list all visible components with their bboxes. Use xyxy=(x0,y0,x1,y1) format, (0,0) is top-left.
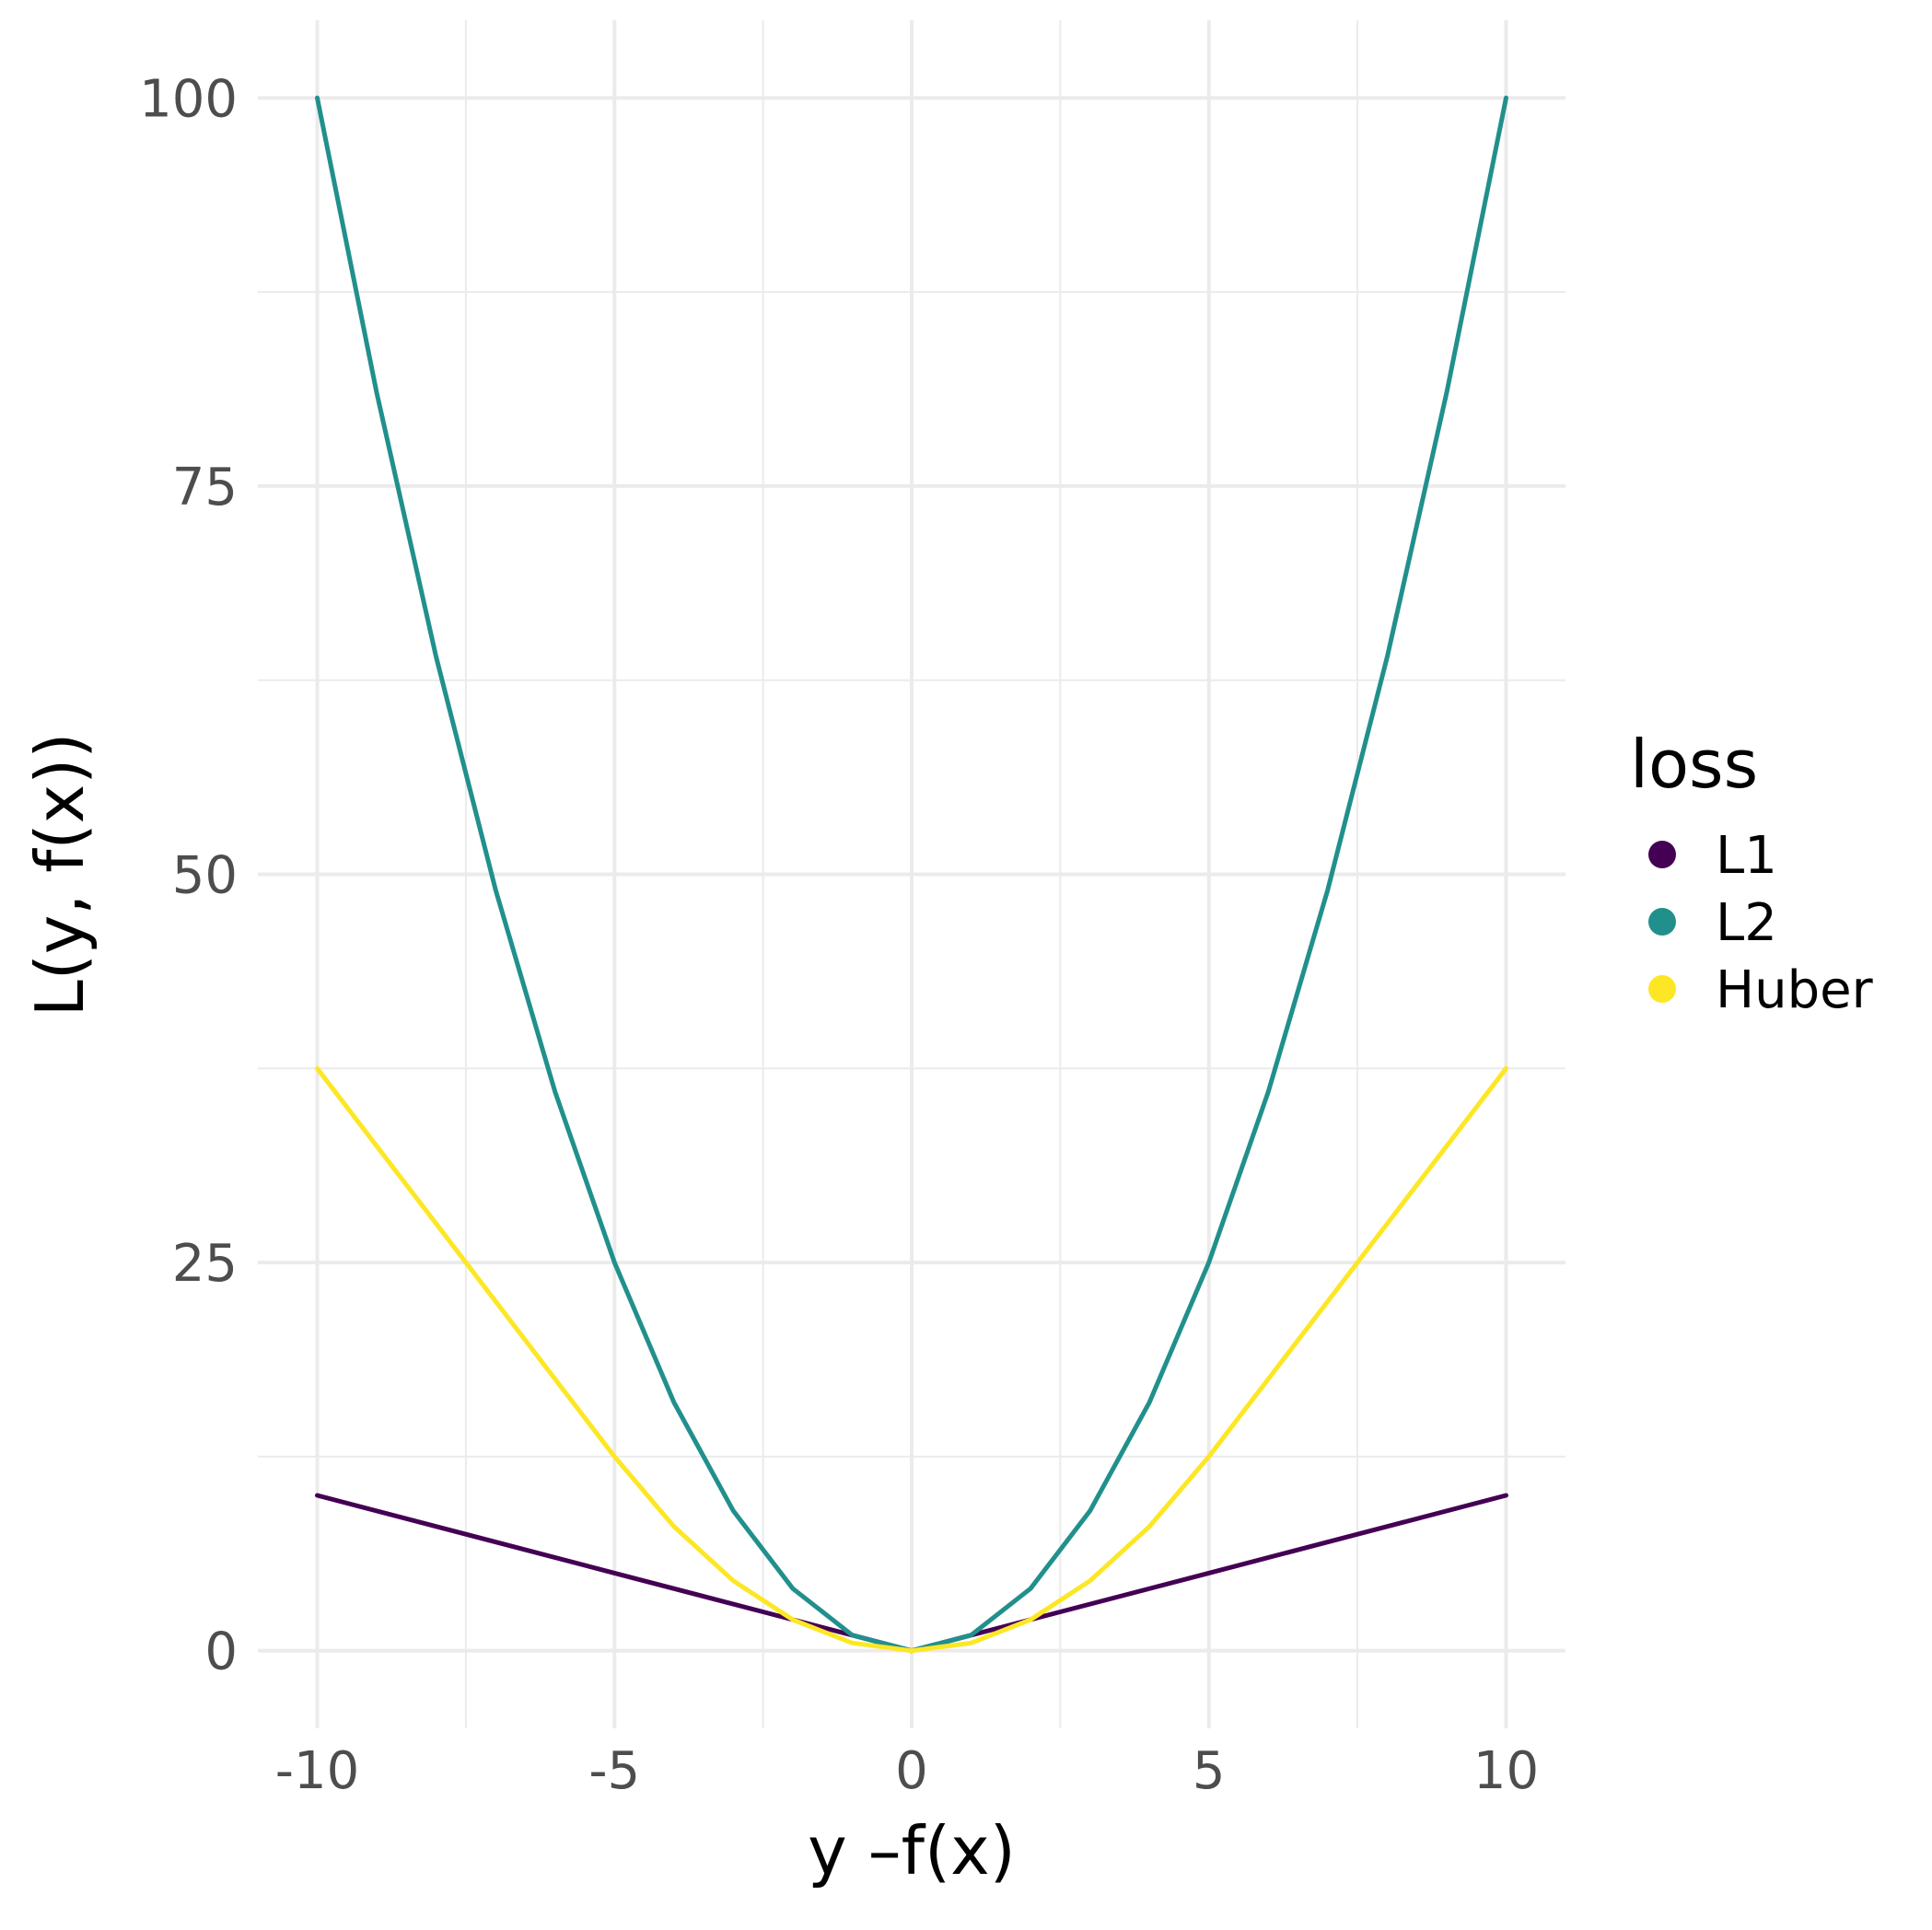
x-tick-label: 0 xyxy=(895,1741,928,1801)
legend-label-huber: Huber xyxy=(1716,960,1874,1020)
y-tick-label: 100 xyxy=(139,69,238,129)
x-axis-tick-labels: -10 -5 0 5 10 xyxy=(275,1741,1539,1801)
x-tick-label: 5 xyxy=(1193,1741,1226,1801)
y-tick-label: 50 xyxy=(172,846,238,906)
legend-title: loss xyxy=(1630,726,1758,803)
y-tick-label: 75 xyxy=(172,458,238,517)
legend-label-l2: L2 xyxy=(1716,893,1777,953)
x-tick-label: 10 xyxy=(1473,1741,1539,1801)
legend-label-l1: L1 xyxy=(1716,826,1777,886)
y-axis-title: L(y, f(x)) xyxy=(21,733,99,1017)
legend-key-l1 xyxy=(1648,841,1676,868)
y-tick-label: 0 xyxy=(204,1622,238,1682)
series-lines xyxy=(315,95,1508,1654)
legend-key-huber xyxy=(1648,975,1676,1003)
x-tick-label: -10 xyxy=(275,1741,359,1801)
y-axis-tick-labels: 0 25 50 75 100 xyxy=(139,69,238,1681)
x-axis-title: y –f(x) xyxy=(808,1812,1016,1889)
y-tick-label: 25 xyxy=(172,1234,238,1294)
series-line-huber xyxy=(315,1065,1508,1654)
x-tick-label: -5 xyxy=(588,1741,640,1801)
major-gridlines xyxy=(258,20,1565,1728)
legend-key-l2 xyxy=(1648,908,1676,936)
